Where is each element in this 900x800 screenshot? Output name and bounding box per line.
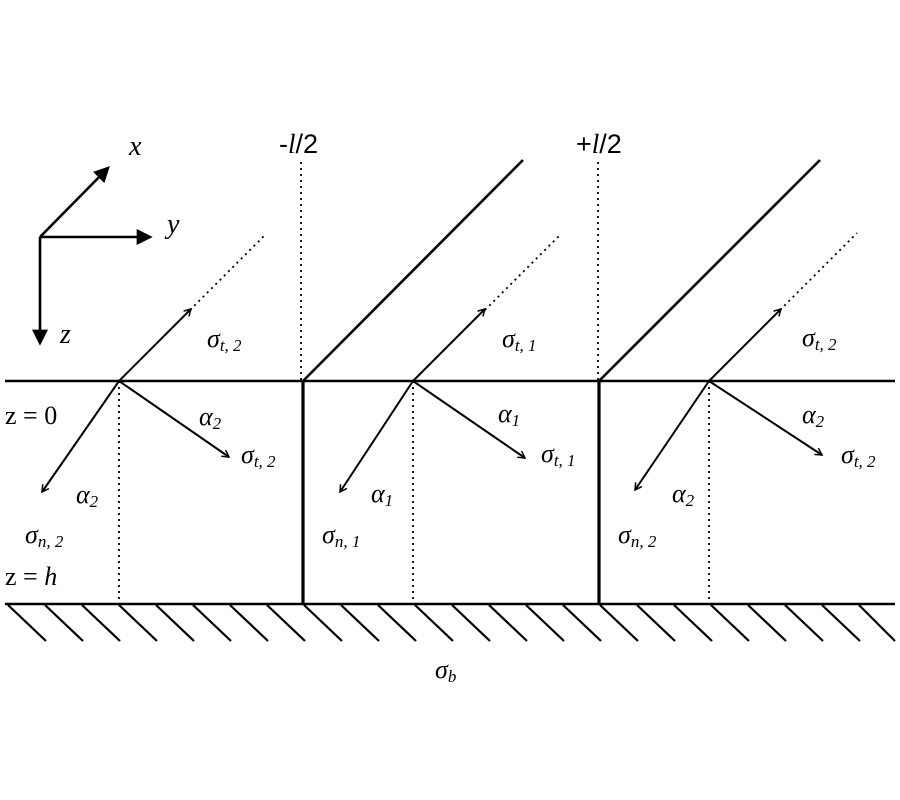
hatch-stroke — [858, 604, 896, 642]
label-alpha2-right-right: α2 — [802, 400, 825, 431]
hatch-stroke — [451, 604, 491, 642]
label-sigma-t1-right-center: σt, 1 — [541, 439, 576, 470]
arrow-sigma-t2-up-right — [708, 309, 781, 382]
x-axis-label: x — [128, 131, 142, 162]
label-sigma-t1-top-center: σt, 1 — [502, 324, 537, 355]
coordinate-axes: x y z — [32, 131, 180, 350]
hatch-stroke — [488, 604, 528, 642]
stress-arrows-center — [340, 309, 525, 492]
hatch-stroke — [81, 604, 121, 642]
dotted-diagonal-left — [189, 234, 266, 311]
hatch-stroke — [525, 604, 565, 642]
hatch-stroke — [784, 604, 824, 642]
label-sigma-n2-right: σn, 2 — [618, 520, 657, 551]
hatch-stroke — [710, 604, 750, 642]
arrow-sigma-t2-right-right — [708, 380, 822, 455]
hatch-stroke — [747, 604, 787, 642]
stress-arrows-right — [635, 309, 822, 490]
hatch-stroke — [821, 604, 861, 642]
arrow-sigma-t2-up-left — [118, 309, 191, 382]
label-alpha1-right-center: α1 — [498, 399, 520, 430]
hatch-stroke — [266, 604, 306, 642]
hatch-stroke — [192, 604, 232, 642]
y-axis-label: y — [164, 209, 180, 240]
substrate-hatching — [7, 604, 896, 642]
label-alpha2-down-left: α2 — [76, 480, 99, 511]
arrow-sigma-t1-up-center — [412, 309, 485, 382]
diagonal-wall-line-minus — [302, 159, 524, 382]
label-sigma-t2-top-right: σt, 2 — [802, 323, 837, 354]
hatch-stroke — [7, 604, 47, 642]
hatch-stroke — [303, 604, 343, 642]
label-alpha2-down-right: α2 — [672, 479, 695, 510]
arrow-sigma-n2-left — [42, 380, 120, 492]
dotted-diagonal-center — [484, 234, 561, 311]
stress-arrows-left — [42, 309, 229, 492]
hatch-stroke — [44, 604, 84, 642]
hatch-stroke — [340, 604, 380, 642]
z-axis-label: z — [59, 319, 71, 350]
label-sigma-b: σb — [435, 655, 456, 686]
label-sigma-t2-right-left: σt, 2 — [241, 440, 276, 471]
dotted-diagonal-right — [779, 232, 858, 311]
hatch-stroke — [673, 604, 713, 642]
hatch-stroke — [562, 604, 602, 642]
hatch-stroke — [414, 604, 454, 642]
label-sigma-t2-top-left: σt, 2 — [207, 324, 242, 355]
label-alpha2-right-left: α2 — [199, 402, 222, 433]
hatch-stroke — [229, 604, 269, 642]
label-sigma-n2-left: σn, 2 — [25, 520, 64, 551]
diagonal-wall-line-plus — [598, 159, 821, 382]
hatch-stroke — [118, 604, 158, 642]
arrow-sigma-t2-right-left — [118, 380, 229, 457]
label-sigma-t2-right-right: σt, 2 — [841, 440, 876, 471]
label-plus-l2: +l/2 — [576, 129, 622, 159]
label-z-0: z = 0 — [5, 401, 57, 430]
label-alpha1-down-center: α1 — [371, 479, 393, 510]
hatch-stroke — [599, 604, 639, 642]
label-z-h: z = h — [5, 562, 57, 591]
arrow-sigma-t1-right-center — [412, 380, 525, 458]
hatch-stroke — [155, 604, 195, 642]
x-axis-arrow — [39, 166, 110, 238]
hatch-stroke — [377, 604, 417, 642]
label-minus-l2: -l/2 — [279, 129, 318, 159]
arrow-sigma-n2-right — [635, 380, 710, 490]
arrow-sigma-n1-center — [340, 380, 414, 492]
label-sigma-n1-center: σn, 1 — [322, 520, 360, 551]
hatch-stroke — [636, 604, 676, 642]
